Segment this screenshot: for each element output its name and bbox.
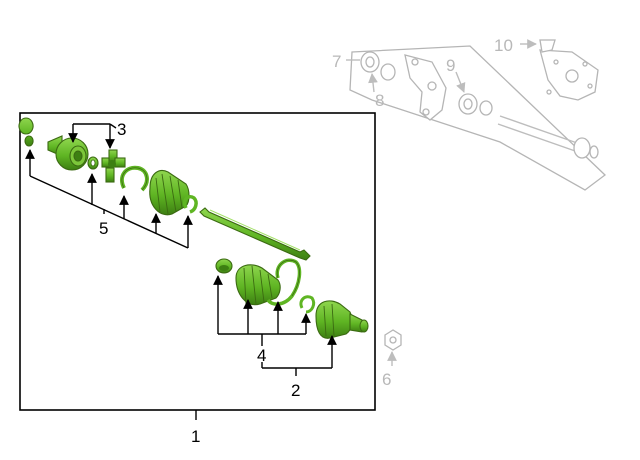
outer-cv-joint xyxy=(315,300,369,339)
outer-circlip xyxy=(299,295,316,314)
outer-boot xyxy=(235,264,281,306)
part-10-hub xyxy=(539,39,599,101)
inner-joint-housing xyxy=(47,135,89,171)
callout-8: 8 xyxy=(375,91,384,110)
tripod-joint xyxy=(101,149,126,183)
leader-lines xyxy=(25,123,337,376)
callout-5: 5 xyxy=(99,219,108,238)
callout-3: 3 xyxy=(117,120,126,139)
callout-1: 1 xyxy=(191,427,200,446)
callout-9: 9 xyxy=(446,56,455,75)
callout-2: 2 xyxy=(291,381,300,400)
inner-joint-group xyxy=(18,117,311,261)
context-axle-shaft xyxy=(497,115,599,159)
context-assembly xyxy=(346,39,607,366)
outer-joint-group xyxy=(215,258,369,339)
part-9-bearing xyxy=(458,93,493,116)
callout-6: 6 xyxy=(382,370,391,389)
callout-10: 10 xyxy=(494,36,513,55)
callout-labels: 1 2 3 4 5 6 7 8 9 10 xyxy=(99,36,513,446)
callout-4: 4 xyxy=(257,346,266,365)
inner-circlip-a xyxy=(18,117,34,147)
part-8-seal xyxy=(360,51,396,81)
axle-shaft xyxy=(199,207,311,261)
steering-knuckle xyxy=(404,54,447,121)
assembly-outline-box xyxy=(19,112,376,411)
callout-7: 7 xyxy=(332,52,341,71)
inner-boot xyxy=(149,170,190,216)
part-6-nut xyxy=(384,329,402,351)
inner-boot-clamp-small xyxy=(182,195,198,214)
